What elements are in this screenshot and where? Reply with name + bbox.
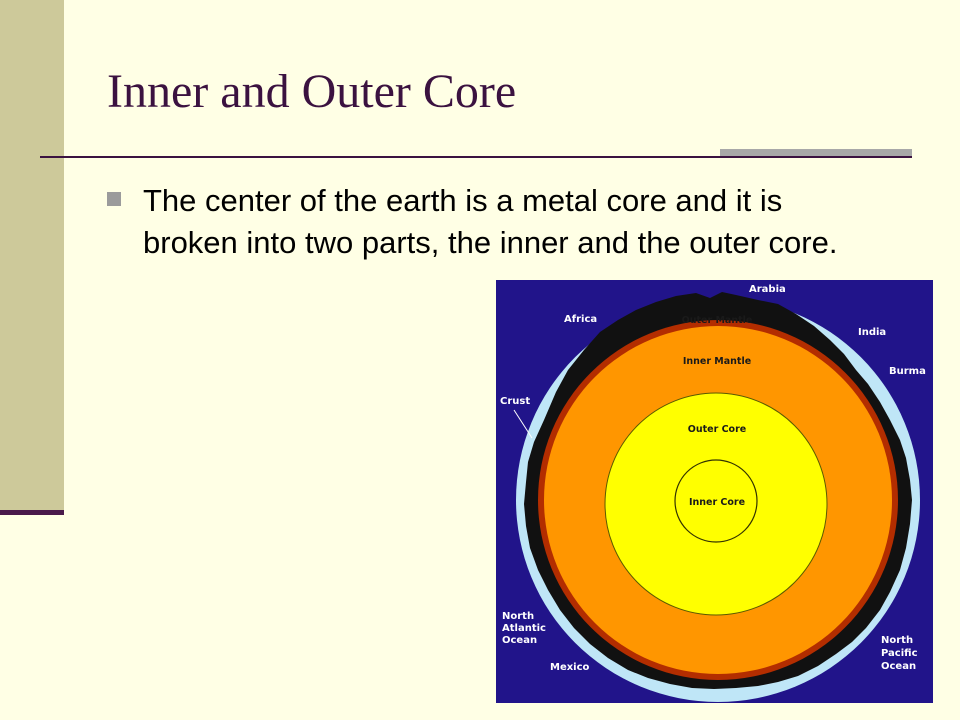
crust-leader-line (513, 409, 533, 439)
north-pacific-label-line3: Ocean (881, 661, 916, 672)
bullet-item: The center of the earth is a metal core … (107, 180, 897, 264)
north-atlantic-label-line2: Atlantic (502, 623, 546, 634)
title-divider (40, 156, 912, 158)
burma-label: Burma (889, 366, 926, 377)
inner-mantle-label: Inner Mantle (683, 356, 751, 367)
outer-core-label: Outer Core (688, 424, 746, 435)
north-atlantic-label-line1: North (502, 611, 534, 622)
left-accent-underline (0, 510, 64, 515)
bullet-text: The center of the earth is a metal core … (143, 183, 838, 260)
earth-cross-section: Outer Mantle Inner Mantle Outer Core Inn… (500, 284, 926, 702)
crust-label: Crust (500, 396, 530, 407)
outer-mantle-label: Outer Mantle (682, 315, 753, 326)
north-atlantic-label-line3: Ocean (502, 635, 537, 646)
earth-layers-diagram: Outer Mantle Inner Mantle Outer Core Inn… (496, 280, 933, 703)
mexico-label: Mexico (550, 662, 590, 673)
inner-core-layer (674, 459, 758, 543)
india-label: India (858, 327, 886, 338)
africa-label: Africa (564, 314, 597, 325)
title-divider-accent (720, 149, 912, 156)
inner-core-label: Inner Core (689, 497, 745, 508)
arabia-label: Arabia (749, 284, 786, 295)
north-pacific-label-line1: North (881, 635, 913, 646)
slide-title: Inner and Outer Core (107, 65, 517, 118)
left-accent-bar (0, 0, 64, 510)
square-bullet-icon (107, 192, 121, 206)
north-pacific-label-line2: Pacific (881, 648, 918, 659)
